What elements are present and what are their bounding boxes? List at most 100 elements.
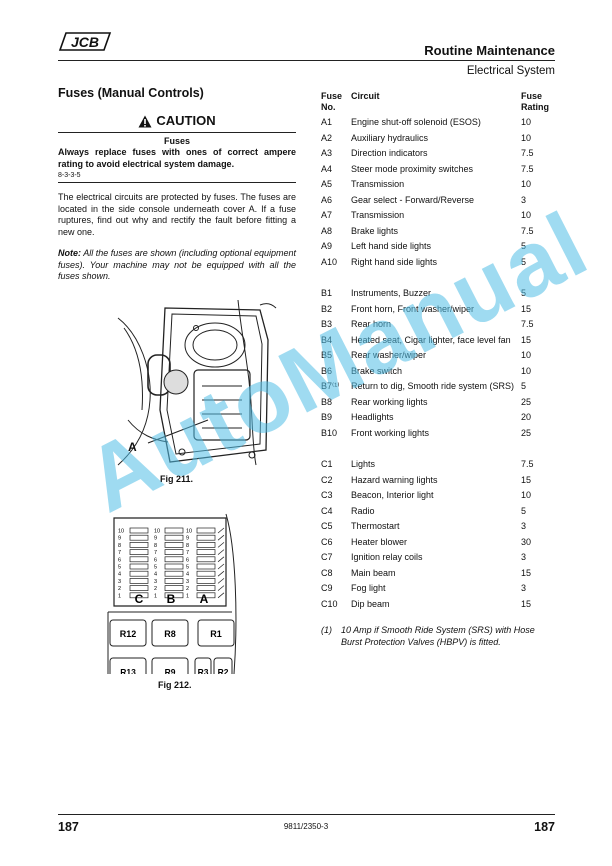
fuse-number-label: 1: [154, 593, 157, 599]
fuse-number-label: 7: [186, 550, 189, 556]
header-circuit: Circuit: [351, 91, 380, 101]
table-row: C1 Lights 7.5: [321, 459, 557, 474]
rating-cell: 10: [521, 179, 532, 189]
fuse-no-cell: C1: [321, 459, 333, 469]
fuse-number-label: 3: [118, 579, 121, 585]
circuit-cell: Front horn, Front washer/wiper: [351, 303, 475, 314]
fig211-console-illustration: A: [117, 300, 277, 466]
circuit-cell: Steer mode proximity switches: [351, 163, 474, 174]
fuse-number-label: 4: [154, 572, 157, 578]
fuse-slot: [164, 578, 184, 584]
fuse-number-label: 10: [186, 529, 192, 535]
footnote-marker: (1): [321, 625, 332, 635]
circuit-cell: Rear working lights: [351, 396, 428, 407]
circuit-cell: Thermostart: [351, 521, 400, 531]
rating-cell: 25: [521, 396, 532, 407]
circuit-cell: Instruments, Buzzer: [351, 288, 432, 298]
fuse-number-label: 5: [118, 565, 121, 571]
fuse-slot: [129, 592, 149, 599]
rating-cell: 15: [521, 474, 532, 485]
circuit-cell: Right hand side lights: [351, 256, 438, 267]
fuse-no-cell: C4: [321, 505, 333, 516]
fuse-slot: [164, 527, 184, 534]
fuse-no-cell: A7: [321, 210, 333, 220]
circuit-cell: Beacon, Interior light: [351, 490, 434, 500]
header-fuse-no-line1: Fuse: [321, 91, 343, 101]
header-divider: [58, 60, 555, 61]
fuse-slot: [129, 570, 149, 577]
logo-text: JCB: [71, 34, 99, 50]
fuse-no-cell: C8: [321, 567, 333, 578]
rating-cell: 10: [521, 132, 532, 143]
relay-label: R3: [198, 667, 209, 674]
circuit-cell: Front working lights: [351, 427, 430, 438]
rating-cell: 10: [521, 117, 532, 127]
fuse-slot: [164, 592, 184, 599]
fuse-no-cell: B3: [321, 319, 333, 329]
note-paragraph: Note: All the fuses are shown (including…: [58, 248, 296, 283]
fuse-number-label: 9: [118, 536, 121, 542]
fuse-number-label: 7: [118, 550, 121, 556]
header-title: Routine Maintenance: [424, 43, 555, 58]
caution-subtitle: Fuses: [163, 136, 190, 146]
fuse-number-label: 2: [118, 586, 121, 592]
circuit-cell: Ignition relay coils: [351, 552, 423, 562]
fuse-slot: [129, 527, 149, 534]
relay-r1: R1: [197, 619, 235, 647]
fuse-column-label: C: [135, 592, 144, 606]
header-subtitle: Electrical System: [466, 65, 555, 77]
fuse-number-label: 1: [186, 593, 189, 599]
circuit-cell: Brake lights: [351, 225, 399, 236]
fuse-slot: [196, 542, 216, 548]
caution-label: CAUTION: [156, 113, 216, 128]
circuit-cell: Engine shut-off solenoid (ESOS): [351, 117, 481, 127]
fuse-slot: [129, 563, 149, 570]
table-row: A1 Engine shut-off solenoid (ESOS) 10: [321, 117, 557, 132]
circuit-cell: Direction indicators: [351, 148, 428, 158]
relay-r13: R13: [109, 657, 147, 674]
fuse-no-cell: A1: [321, 117, 333, 127]
circuit-cell: Gear select - Forward/Reverse: [351, 194, 475, 205]
fuse-no-cell: C9: [321, 583, 333, 593]
fuse-number-label: 7: [154, 550, 157, 556]
fuse-no-cell: B1: [321, 288, 333, 298]
fuse-no-cell: B9: [321, 412, 333, 422]
circuit-cell: Auxiliary hydraulics: [351, 132, 429, 143]
fuse-number-label: 8: [118, 543, 121, 549]
warning-triangle-icon: [138, 115, 152, 128]
fuse-no-cell: C6: [321, 536, 333, 547]
fuse-slot: [196, 549, 216, 555]
fuse-slot: [129, 556, 149, 563]
page-number-right: 187: [534, 820, 555, 834]
fuse-slot: [196, 527, 216, 534]
fuse-no-cell: C3: [321, 490, 333, 500]
rating-cell: 15: [521, 598, 532, 609]
circuit-cell: Headlights: [351, 412, 394, 422]
relay-label: R9: [165, 667, 176, 674]
rating-cell: 25: [521, 427, 532, 438]
reference-code: 8-3-3-5: [58, 172, 81, 179]
fuse-number-label: 6: [118, 557, 121, 563]
circuit-cell: Lights: [351, 459, 376, 469]
rating-cell: 7.5: [521, 459, 534, 469]
rating-cell: 10: [521, 490, 532, 500]
circuit-cell: Return to dig, Smooth ride system (SRS): [351, 381, 515, 391]
rating-cell: 30: [521, 536, 532, 547]
fuse-number-label: 3: [154, 579, 157, 585]
fuse-number-label: 9: [154, 536, 157, 542]
caution-divider: [58, 132, 296, 133]
circuit-cell: Main beam: [351, 567, 396, 578]
header-rating-line2: Rating: [521, 102, 549, 112]
fuse-slot: [129, 585, 149, 591]
fuse-number-label: 6: [154, 557, 157, 563]
rating-cell: 10: [521, 365, 532, 376]
